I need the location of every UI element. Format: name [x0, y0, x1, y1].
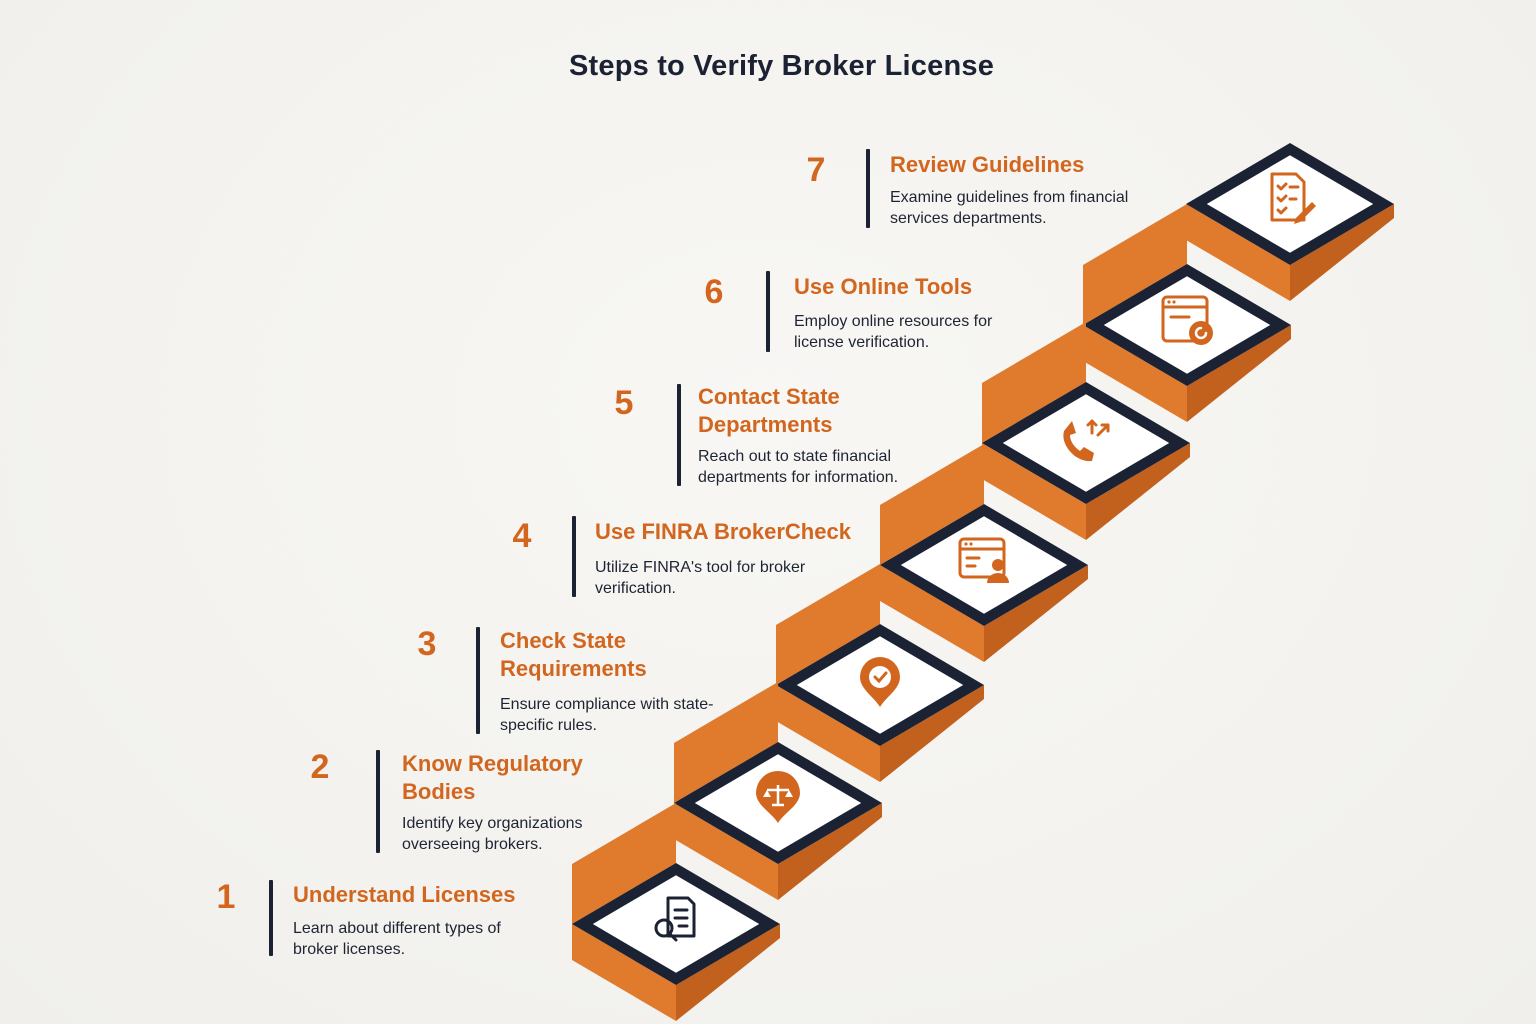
- stair-top-face: [592, 875, 760, 973]
- step-divider: [866, 149, 870, 228]
- stair-step-7: [1186, 143, 1394, 301]
- stair-step-1: [572, 803, 780, 1021]
- stair-riser: [1083, 325, 1187, 422]
- stair-side: [1290, 204, 1394, 301]
- step-title: Review Guidelines: [890, 152, 1085, 177]
- step-number: 6: [704, 273, 724, 311]
- stair-back-riser: [1083, 204, 1187, 325]
- stair-step-6: [1083, 204, 1291, 422]
- stair-side: [1086, 443, 1190, 540]
- step-description: Reach out to state financial departments…: [698, 448, 899, 486]
- page-title: Steps to Verify Broker License: [568, 50, 995, 82]
- stair-side: [676, 924, 780, 1021]
- stair-step-5: [982, 322, 1190, 540]
- stair-side: [1187, 325, 1291, 422]
- stair-top-face: [900, 516, 1068, 614]
- step-divider: [476, 627, 480, 734]
- stair-side: [880, 685, 984, 782]
- stair-back-riser: [880, 444, 984, 565]
- step-number: 7: [806, 151, 826, 189]
- browser-user-icon: [958, 537, 1009, 583]
- step-number: 4: [512, 517, 532, 555]
- step-number: 5: [614, 384, 634, 422]
- step-divider: [766, 271, 770, 352]
- stair-back-riser: [776, 564, 880, 685]
- stair-top-face: [1002, 394, 1170, 492]
- step-number: 1: [216, 878, 236, 916]
- stair-step-4: [880, 444, 1088, 662]
- document-search-icon: [654, 896, 696, 942]
- browser-refresh-icon: [1161, 295, 1213, 345]
- step-title: Use Online Tools: [794, 274, 973, 299]
- step-divider: [269, 880, 273, 956]
- stair-back-riser: [674, 682, 778, 803]
- step-description: Employ online resources for license veri…: [794, 313, 993, 351]
- stair-riser: [880, 565, 984, 662]
- scales-pin-icon: [756, 771, 800, 823]
- stair-riser: [1186, 204, 1290, 301]
- step-title: Use FINRA BrokerCheck: [595, 519, 851, 544]
- stair-step-3: [776, 564, 984, 782]
- stair-top-face: [1206, 155, 1374, 253]
- step-title: Understand Licenses: [293, 882, 516, 907]
- step-divider: [572, 516, 576, 597]
- step-description: Examine guidelines from financial servic…: [890, 189, 1129, 227]
- step-description: Ensure compliance with state-specific ru…: [500, 696, 714, 734]
- checklist-pen-icon: [1270, 172, 1316, 224]
- stair-back-riser: [572, 803, 676, 924]
- stair-riser: [776, 685, 880, 782]
- stair-riser: [982, 443, 1086, 540]
- step-number: 2: [310, 748, 330, 786]
- step-description: Learn about different types of broker li…: [293, 920, 501, 958]
- step-number: 3: [417, 625, 437, 663]
- stair-back-riser: [982, 322, 1086, 443]
- phone-arrows-icon: [1063, 419, 1110, 462]
- stair-side: [984, 565, 1088, 662]
- step-divider: [376, 750, 380, 853]
- step-title: Check State Requirements: [500, 628, 647, 681]
- stair-side: [778, 803, 882, 900]
- location-check-icon: [860, 657, 900, 707]
- stair-riser: [572, 924, 676, 1021]
- step-description: Identify key organizations overseeing br…: [402, 815, 583, 853]
- step-divider: [677, 384, 681, 486]
- stair-riser: [674, 803, 778, 900]
- stair-step-2: [674, 682, 882, 900]
- stair-top-face: [1103, 276, 1271, 374]
- step-title: Know Regulatory Bodies: [402, 751, 583, 804]
- step-description: Utilize FINRA's tool for broker verifica…: [595, 559, 806, 597]
- step-title: Contact State Departments: [698, 384, 840, 437]
